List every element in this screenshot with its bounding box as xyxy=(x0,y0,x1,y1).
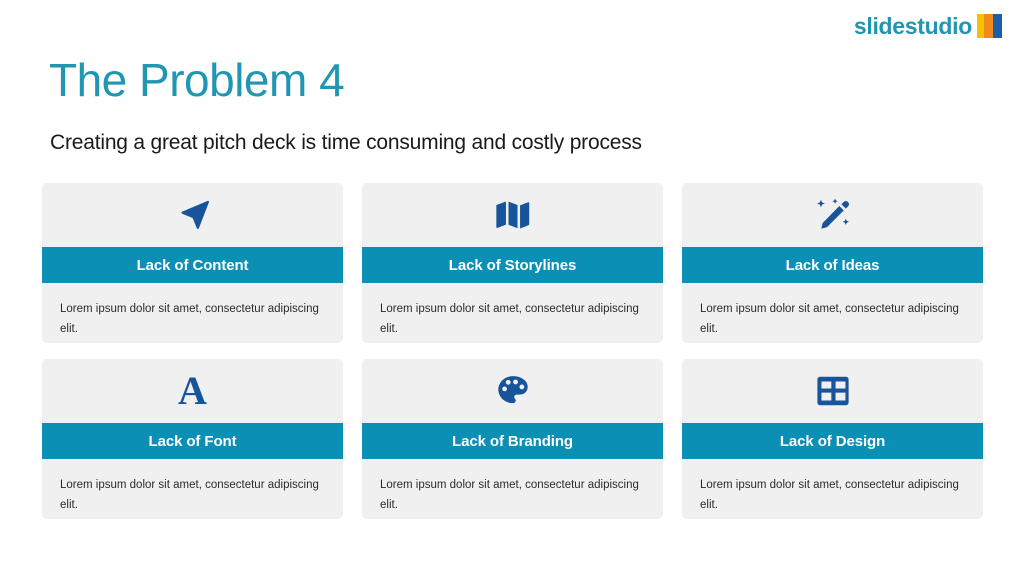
card-description: Lorem ipsum dolor sit amet, consectetur … xyxy=(700,303,959,336)
card-icon-zone xyxy=(682,359,983,423)
page-title: The Problem 4 xyxy=(49,54,345,106)
card-icon-zone: A xyxy=(42,359,343,423)
map-icon xyxy=(495,197,531,233)
card-icon-zone xyxy=(362,183,663,247)
card-body: Lorem ipsum dolor sit amet, consectetur … xyxy=(42,283,343,343)
card-title-bar: Lack of Font xyxy=(42,423,343,459)
card-body: Lorem ipsum dolor sit amet, consectetur … xyxy=(362,283,663,343)
card-lack-of-design[interactable]: Lack of Design Lorem ipsum dolor sit ame… xyxy=(682,359,983,519)
problem-card-grid: Lack of Content Lorem ipsum dolor sit am… xyxy=(42,183,983,519)
card-title-bar: Lack of Design xyxy=(682,423,983,459)
card-lack-of-font[interactable]: A Lack of Font Lorem ipsum dolor sit ame… xyxy=(42,359,343,519)
card-body: Lorem ipsum dolor sit amet, consectetur … xyxy=(682,283,983,343)
logo-wordmark: slidestudio xyxy=(853,12,972,39)
card-lack-of-branding[interactable]: Lack of Branding Lorem ipsum dolor sit a… xyxy=(362,359,663,519)
table-grid-icon xyxy=(815,373,851,409)
card-lack-of-ideas[interactable]: Lack of Ideas Lorem ipsum dolor sit amet… xyxy=(682,183,983,343)
card-title: Lack of Storylines xyxy=(448,256,577,274)
card-title-bar: Lack of Ideas xyxy=(682,247,983,283)
card-lack-of-content[interactable]: Lack of Content Lorem ipsum dolor sit am… xyxy=(42,183,343,343)
card-title-bar: Lack of Branding xyxy=(362,423,663,459)
font-letter-a-icon: A xyxy=(178,368,207,413)
card-title: Lack of Content xyxy=(136,256,249,274)
logo-bar-blue xyxy=(993,14,1002,38)
card-title: Lack of Branding xyxy=(452,432,573,450)
card-body: Lorem ipsum dolor sit amet, consectetur … xyxy=(682,459,983,519)
card-title: Lack of Ideas xyxy=(785,256,880,274)
logo-bar-orange xyxy=(984,14,993,38)
card-body: Lorem ipsum dolor sit amet, consectetur … xyxy=(362,459,663,519)
card-body: Lorem ipsum dolor sit amet, consectetur … xyxy=(42,459,343,519)
card-description: Lorem ipsum dolor sit amet, consectetur … xyxy=(380,303,639,336)
card-title-bar: Lack of Storylines xyxy=(362,247,663,283)
card-icon-zone xyxy=(682,183,983,247)
location-arrow-icon xyxy=(174,196,212,234)
page-subtitle: Creating a great pitch deck is time cons… xyxy=(50,131,642,154)
card-title: Lack of Font xyxy=(148,432,237,450)
card-icon-zone xyxy=(42,183,343,247)
card-description: Lorem ipsum dolor sit amet, consectetur … xyxy=(60,479,319,512)
card-lack-of-storylines[interactable]: Lack of Storylines Lorem ipsum dolor sit… xyxy=(362,183,663,343)
palette-icon xyxy=(495,373,531,409)
logo-bar-yellow xyxy=(977,14,984,38)
magic-wand-icon xyxy=(814,196,852,234)
card-title: Lack of Design xyxy=(779,432,886,450)
brand-logo: slidestudio xyxy=(854,14,1002,38)
card-description: Lorem ipsum dolor sit amet, consectetur … xyxy=(380,479,639,512)
card-description: Lorem ipsum dolor sit amet, consectetur … xyxy=(60,303,319,336)
card-icon-zone xyxy=(362,359,663,423)
logo-bars-icon xyxy=(977,14,1002,38)
card-description: Lorem ipsum dolor sit amet, consectetur … xyxy=(700,479,959,512)
card-title-bar: Lack of Content xyxy=(42,247,343,283)
